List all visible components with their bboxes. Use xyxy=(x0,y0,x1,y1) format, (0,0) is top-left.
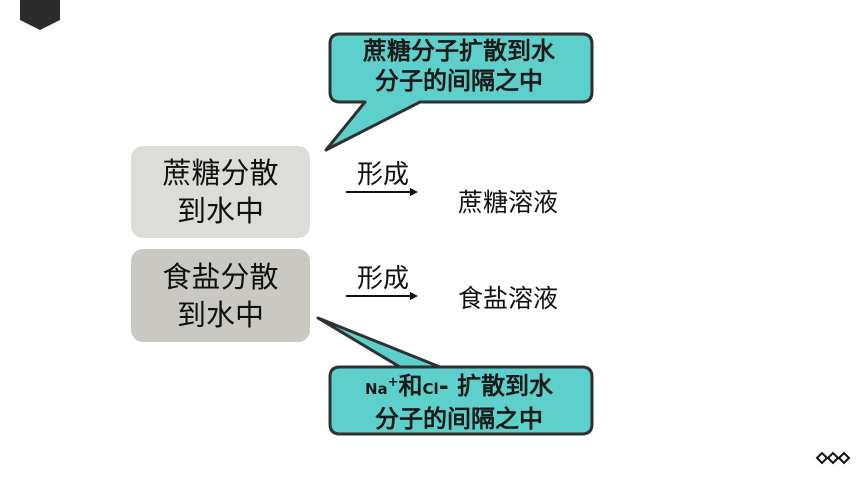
result-salt-solution: 食盐溶液 xyxy=(458,284,559,313)
arrow-row1 xyxy=(346,188,418,196)
bubble-bottom-rest: 扩散到水 xyxy=(448,372,554,400)
na-charge: + xyxy=(387,375,399,390)
verb-row1: 形成 xyxy=(357,160,410,190)
diamond-chain-icon[interactable] xyxy=(815,448,855,468)
sucrose-box-line1: 蔗糖分散 xyxy=(162,156,279,190)
and-word: 和 xyxy=(398,372,423,400)
bubble-top-line2: 分子的间隔之中 xyxy=(375,67,543,95)
salt-box: 食盐分散 到水中 xyxy=(131,249,310,342)
cl-symbol: Cl xyxy=(422,380,439,398)
salt-box-line1: 食盐分散 xyxy=(162,259,279,294)
bubble-top-text: 蔗糖分子扩散到水 分子的间隔之中 xyxy=(332,36,586,96)
sucrose-box-line2: 到水中 xyxy=(176,194,264,228)
result-sucrose-solution: 蔗糖溶液 xyxy=(458,188,559,217)
salt-box-line2: 到水中 xyxy=(176,297,264,332)
speech-bubble-top xyxy=(324,32,594,152)
sucrose-box: 蔗糖分散 到水中 xyxy=(131,146,310,238)
bubble-bottom-line1: Na+和Cl- 扩散到水 xyxy=(332,368,586,404)
na-symbol: Na xyxy=(364,380,388,398)
verb-row2: 形成 xyxy=(357,264,410,294)
arrow-row2 xyxy=(346,292,418,300)
bubble-bottom-text: Na+和Cl- 扩散到水 分子的间隔之中 xyxy=(332,368,586,434)
bubble-bottom-line2: 分子的间隔之中 xyxy=(375,405,543,433)
cl-charge: - xyxy=(438,372,449,400)
speech-bubble-bottom xyxy=(316,316,594,436)
bubble-top-line1: 蔗糖分子扩散到水 xyxy=(363,37,555,65)
corner-hexagon-shape xyxy=(20,0,60,30)
